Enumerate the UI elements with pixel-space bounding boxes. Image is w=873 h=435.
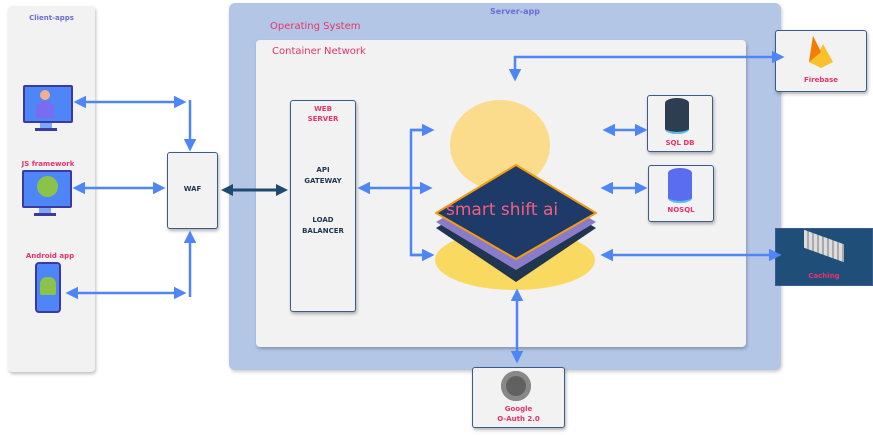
web-server-box[interactable] — [290, 100, 356, 312]
server-app-title: Server-app — [490, 7, 540, 16]
client-apps-title: Client-apps — [29, 14, 74, 22]
chip-top — [435, 164, 597, 260]
load-balancer-2: BALANCER — [302, 227, 344, 235]
chip-label: smart shift ai — [446, 200, 559, 220]
google-label-2: O-Auth 2.0 — [497, 415, 540, 423]
web-server-title-2: SERVER — [307, 115, 339, 123]
android-app-label: Android app — [25, 252, 75, 260]
waf-label: WAF — [183, 185, 202, 193]
android-phone-icon — [35, 262, 61, 313]
sql-db-label: SQL DB — [665, 139, 695, 147]
api-gateway-1: API — [316, 166, 330, 174]
load-balancer-1: LOAD — [312, 216, 334, 224]
google-label-1: Google — [504, 405, 533, 413]
js-framework-label: JS framework — [21, 160, 75, 168]
database-icon — [665, 98, 689, 134]
database-icon — [668, 168, 692, 203]
brain-icon — [450, 100, 550, 190]
nosql-label: NOSQL — [667, 206, 695, 214]
caching-label: Caching — [808, 272, 840, 280]
container-network-label: Container Network — [272, 46, 366, 57]
desktop-user-icon — [23, 85, 73, 132]
google-authenticator-icon — [501, 371, 531, 401]
api-gateway-2: GATEWAY — [304, 177, 342, 185]
os-label: Operating System — [270, 21, 361, 32]
web-server-title-1: WEB — [314, 105, 332, 113]
desktop-globe-icon — [22, 170, 72, 217]
firebase-label: Firebase — [803, 76, 839, 84]
waf-box[interactable] — [167, 152, 218, 229]
